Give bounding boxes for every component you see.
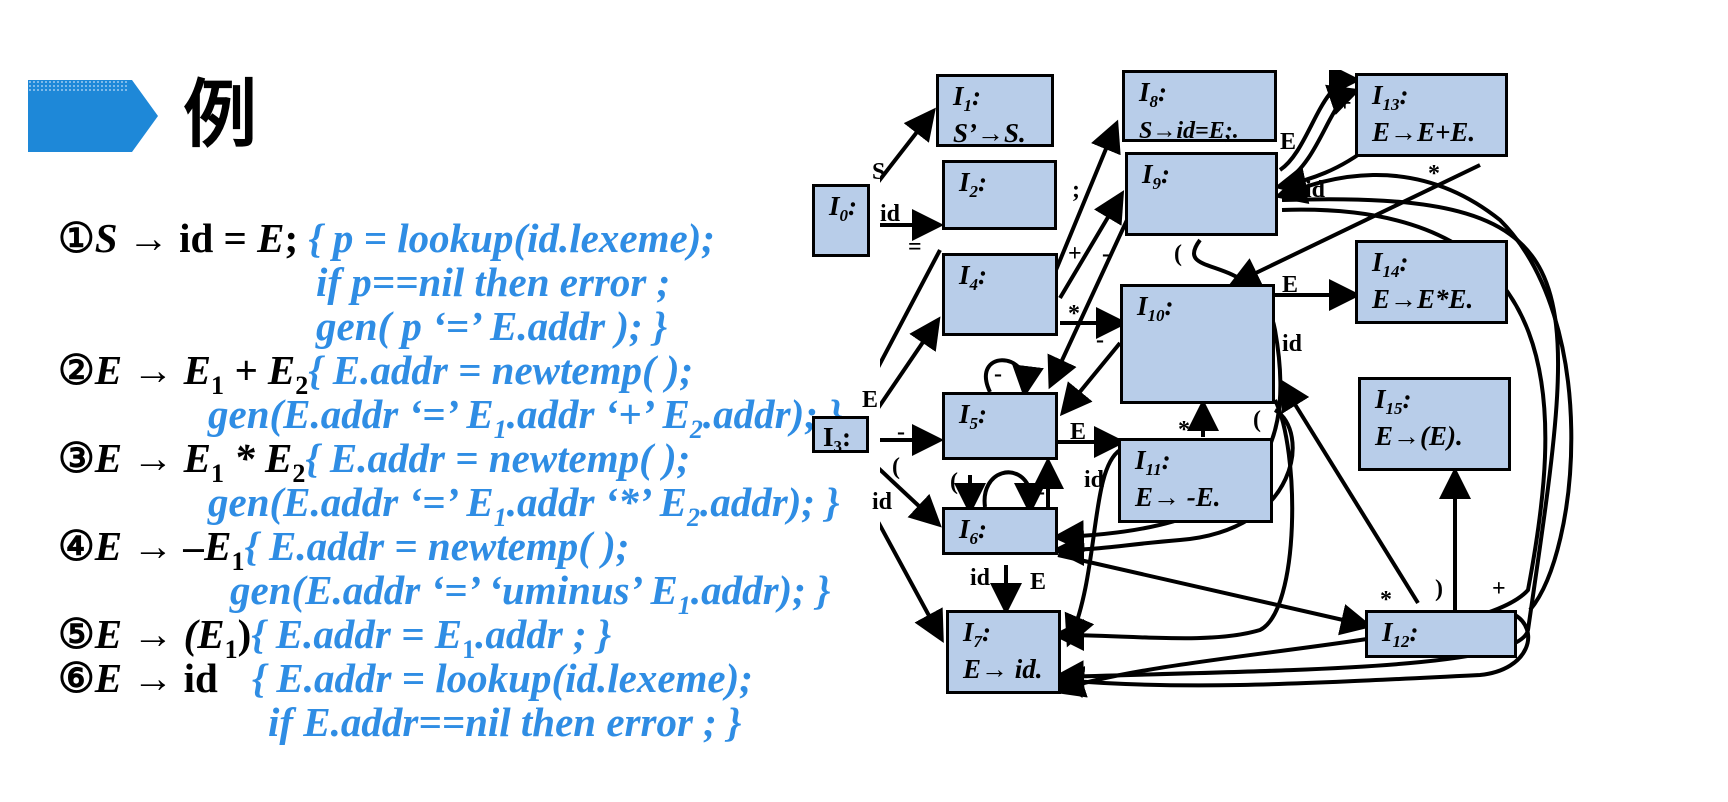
edge-label: -	[1102, 241, 1110, 267]
state-I10: I10:	[1120, 284, 1275, 404]
page-title: 例	[183, 72, 257, 158]
state-I15: I15:E→(E).	[1358, 377, 1511, 471]
rule-1: ①S → id = E; { p = lookup(id.lexeme);	[58, 215, 715, 261]
rule-4: ④E → –E1{ E.addr = newtemp( );	[58, 523, 630, 576]
edge-label: -	[897, 419, 905, 445]
lr-automaton-diagram: I0: I1:S’→S. I2: I3: I4: I5: I6: I7:E→ i…	[812, 70, 1728, 802]
rule-2-line-2: gen(E.addr ‘=’ E1.addr ‘+’ E2.addr); }	[208, 391, 843, 444]
rule-2: ②E → E1 + E2{ E.addr = newtemp( );	[58, 347, 694, 400]
edge-label: E	[1070, 419, 1087, 445]
rule-6: ⑥E → id{ E.addr = lookup(id.lexeme);	[58, 655, 753, 701]
state-I12: I12:	[1365, 610, 1517, 658]
edge-label: id	[1084, 467, 1105, 493]
edge-label: +	[1068, 241, 1082, 267]
edge-label: =	[908, 234, 922, 260]
rule-1-line-3: gen( p ‘=’ E.addr ); }	[316, 303, 668, 349]
diagram-edges	[880, 70, 1574, 698]
edge-label: id	[970, 565, 991, 591]
edge-label: *	[1380, 587, 1392, 613]
edge-label: *	[1068, 301, 1080, 327]
rule-6-line-2: if E.addr==nil then error ; }	[268, 699, 742, 745]
state-I5: I5:	[942, 392, 1058, 460]
state-I7: I7:E→ id.	[946, 610, 1061, 694]
state-I14: I14:E→E*E.	[1355, 240, 1508, 324]
edge-label: )	[1435, 576, 1443, 602]
state-I3: I3:	[812, 416, 869, 456]
rule-4-line-2: gen(E.addr ‘=’ ‘uminus’ E1.addr); }	[230, 567, 831, 620]
state-I2: I2:	[942, 160, 1057, 230]
rule-5: ⑤E → (E1){ E.addr = E1.addr ; }	[58, 611, 612, 664]
edge-label: E	[1030, 569, 1047, 595]
state-I6: I6:	[942, 507, 1058, 555]
header-arrow-icon	[28, 80, 158, 152]
state-I11: I11:E→ -E.	[1118, 438, 1273, 523]
edge-label: E	[1280, 129, 1297, 155]
state-I1: I1:S’→S.	[936, 74, 1054, 148]
section-header	[28, 80, 278, 170]
state-I9: I9:	[1125, 152, 1278, 236]
edge-label: id	[880, 201, 901, 227]
edge-label: (	[1253, 407, 1261, 433]
edge-label: *	[1428, 161, 1440, 187]
edge-label: E	[862, 387, 879, 413]
edge-label: +	[1492, 576, 1506, 602]
edge-label: *	[1178, 417, 1190, 443]
state-I4: I4:	[942, 253, 1058, 336]
rule-1-line-2: if p==nil then error ;	[316, 259, 671, 305]
rule-3: ③E → E1 * E2{ E.addr = newtemp( );	[58, 435, 691, 488]
edge-label: (	[950, 469, 958, 495]
edge-label: E	[1282, 272, 1299, 298]
edge-label: -	[994, 361, 1002, 387]
edge-label: id	[872, 489, 893, 515]
edge-label: id	[1282, 331, 1303, 357]
edge-label: +	[1338, 91, 1352, 117]
edge-label: -	[1037, 479, 1045, 505]
state-I13: I13:E→E+E.	[1355, 73, 1508, 157]
edge-label: -	[1096, 327, 1104, 353]
state-I8: I8:S→id=E;.	[1122, 70, 1277, 144]
edge-label: S	[872, 159, 886, 185]
edge-label: (	[892, 454, 900, 480]
edge-label: (	[1174, 241, 1182, 267]
rule-3-line-2: gen(E.addr ‘=’ E1.addr ‘*’ E2.addr); }	[208, 479, 840, 532]
edge-label: id	[1305, 177, 1326, 203]
edge-label: ;	[1072, 177, 1080, 203]
state-I0: I0:	[812, 184, 870, 257]
